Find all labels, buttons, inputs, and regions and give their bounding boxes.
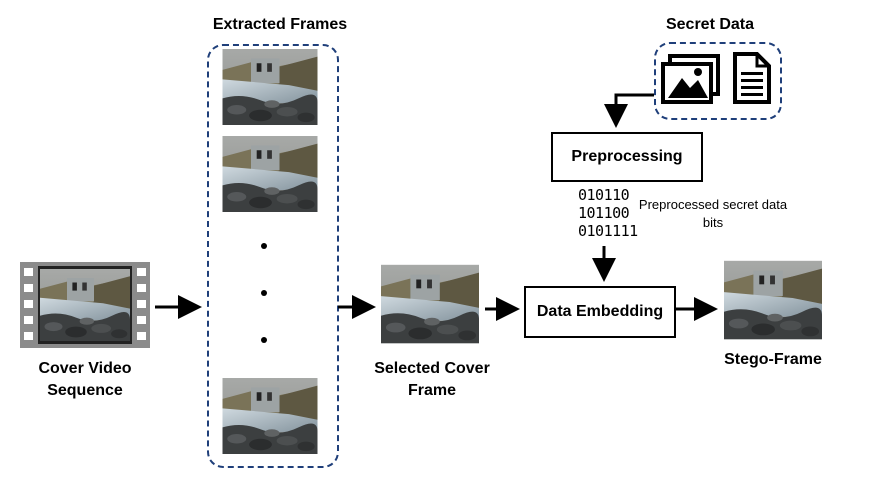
stego-frame-label: Stego-Frame (724, 351, 822, 368)
arrow-secret-to-preprocessing (604, 93, 654, 128)
secret-bits: 010110 101100 0101111 (578, 186, 648, 240)
extracted-frames-group (207, 44, 339, 468)
data-embedding-label: Data Embedding (536, 303, 664, 320)
preprocessing-label: Preprocessing (571, 148, 683, 165)
extracted-frames-label: Extracted Frames (212, 16, 348, 33)
selected-cover-label: Selected Cover Frame (374, 360, 490, 399)
bits-row: 101100 (578, 204, 630, 222)
ellipsis-dot (261, 337, 267, 343)
bits-row: 010110 (578, 186, 630, 204)
cover-video-label: Cover Video Sequence (38, 360, 132, 399)
secret-data-label: Secret Data (665, 16, 755, 33)
image-file-icon (661, 54, 720, 104)
ellipsis-dot (261, 243, 267, 249)
ellipsis-dot (261, 290, 267, 296)
cover-video-filmstrip-icon (20, 262, 150, 348)
secret-data-group (654, 42, 782, 120)
data-embedding-box: Data Embedding (524, 286, 676, 338)
bits-caption: Preprocessed secret data bits (638, 197, 788, 230)
document-icon (733, 52, 771, 104)
bits-row: 0101111 (578, 222, 638, 240)
preprocessing-box: Preprocessing (551, 132, 703, 182)
